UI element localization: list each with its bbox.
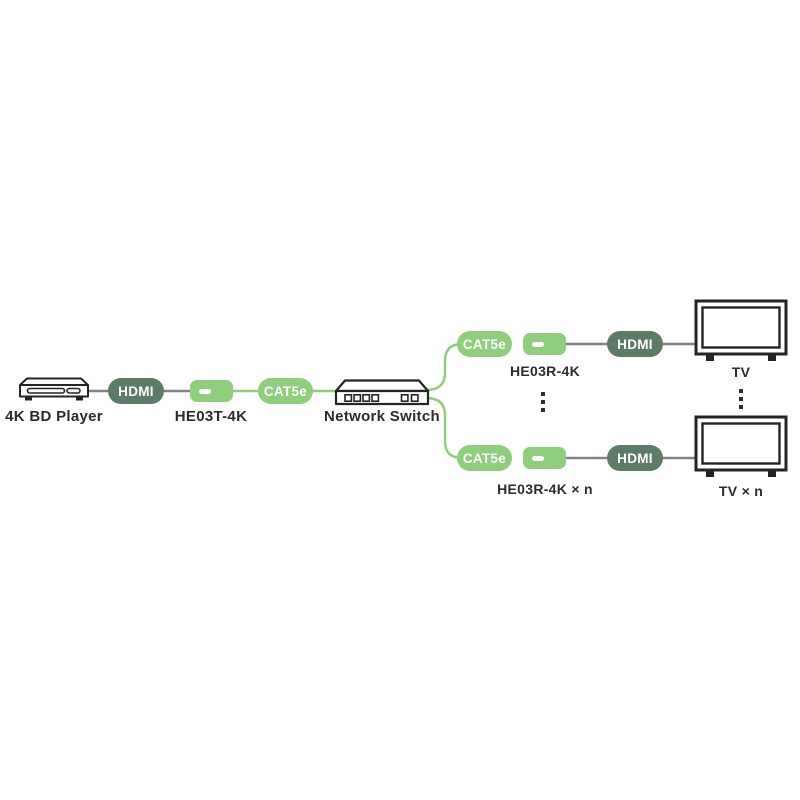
player-label: 4K BD Player — [5, 408, 103, 425]
network-switch-icon — [334, 379, 430, 406]
transmitter-label: HE03T-4K — [174, 408, 248, 425]
tv-top-label: TV — [731, 364, 751, 380]
vertical-ellipsis-dots-icon — [541, 392, 545, 412]
tv-icon — [694, 299, 788, 361]
vertical-ellipsis-dots-icon — [739, 389, 743, 409]
tv-icon — [694, 415, 788, 477]
hdmi-badge-source: HDMI — [108, 378, 164, 404]
cat5e-badge-top: CAT5e — [457, 331, 512, 357]
extender-dash-icon — [199, 388, 211, 394]
hdmi-badge-bottom: HDMI — [607, 445, 663, 471]
tv-bottom-label: TV × n — [718, 483, 764, 499]
cat5e-badge-source: CAT5e — [258, 378, 313, 404]
extender-receiver-top-icon — [523, 333, 566, 355]
bd-player-icon — [19, 377, 89, 401]
extender-transmitter-icon — [190, 380, 233, 402]
receiver-bottom-label: HE03R-4K × n — [497, 481, 593, 497]
extender-receiver-bottom-icon — [523, 447, 566, 469]
extender-dash-icon — [532, 455, 544, 461]
cat5e-branch-wire-bottom — [424, 396, 464, 460]
hdmi-badge-top: HDMI — [607, 331, 663, 357]
cat5e-branch-wire-top — [424, 342, 464, 392]
cat5e-badge-bottom: CAT5e — [457, 445, 512, 471]
receiver-top-label: HE03R-4K — [509, 363, 581, 379]
extender-dash-icon — [532, 341, 544, 347]
network-switch-label: Network Switch — [324, 408, 440, 425]
